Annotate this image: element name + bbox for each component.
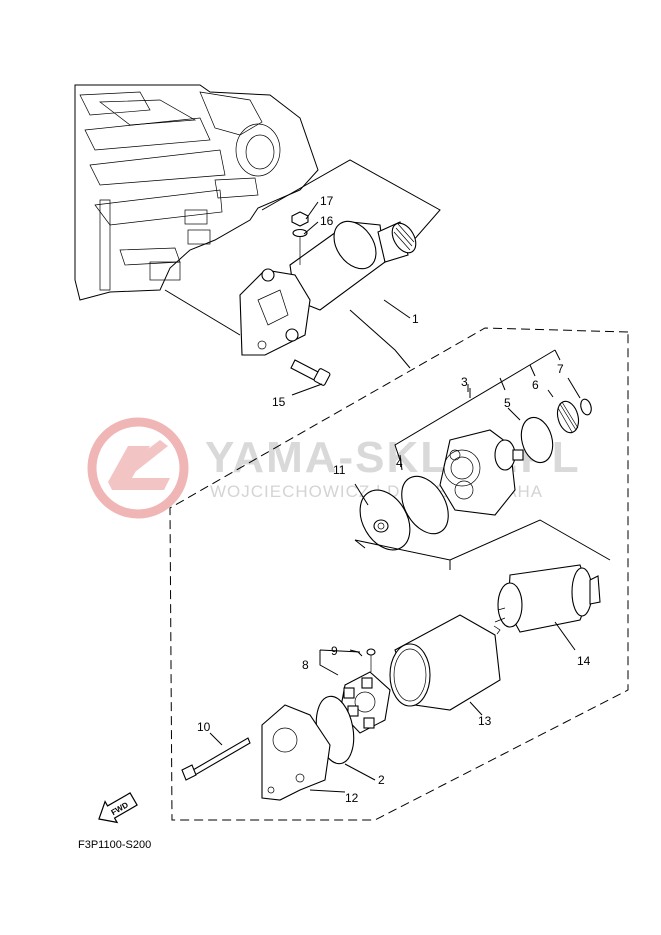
callout-13: 13 bbox=[478, 714, 492, 728]
ring-4 bbox=[401, 475, 449, 535]
circlip-7 bbox=[580, 398, 592, 416]
callout-17: 17 bbox=[320, 194, 334, 208]
rear-cover-12 bbox=[261, 704, 331, 801]
group-3-bracket bbox=[394, 349, 561, 461]
callout-15: 15 bbox=[272, 395, 286, 409]
washer-16 bbox=[292, 228, 308, 265]
callout-10: 10 bbox=[197, 720, 211, 734]
watermark-logo bbox=[87, 417, 189, 519]
callout-3: 3 bbox=[461, 375, 468, 389]
bracket-8 bbox=[319, 649, 361, 676]
callout-4: 4 bbox=[396, 456, 403, 470]
plate-11 bbox=[359, 489, 411, 551]
group-lower-bracket-ext bbox=[354, 539, 451, 570]
brush-holder-8 bbox=[339, 671, 391, 734]
mount-bolt-15 bbox=[290, 359, 331, 386]
exploded-view-frame bbox=[169, 327, 629, 821]
through-bolt-10 bbox=[181, 737, 251, 781]
callout-leaders bbox=[209, 201, 581, 793]
gear-6 bbox=[556, 400, 580, 434]
fwd-arrow-icon: FWD bbox=[98, 792, 138, 824]
callout-5: 5 bbox=[504, 396, 511, 410]
armature-14 bbox=[493, 564, 601, 635]
pinion-gear bbox=[391, 222, 417, 254]
engine-block bbox=[74, 84, 319, 301]
o-ring-5 bbox=[520, 416, 554, 464]
callout-7: 7 bbox=[557, 362, 564, 376]
gear-housing-3 bbox=[439, 429, 524, 516]
callout-1: 1 bbox=[412, 312, 419, 326]
mount-reference-lines bbox=[164, 159, 441, 369]
starter-motor-assembly bbox=[239, 220, 417, 356]
callout-16: 16 bbox=[320, 214, 334, 228]
yoke-13 bbox=[389, 614, 501, 711]
group-lower-bracket bbox=[354, 519, 611, 561]
callout-12: 12 bbox=[345, 791, 359, 805]
callout-9: 9 bbox=[331, 644, 338, 658]
callout-11: 11 bbox=[333, 463, 346, 477]
callout-2: 2 bbox=[378, 773, 385, 787]
callout-6: 6 bbox=[532, 378, 539, 392]
callout-8: 8 bbox=[302, 658, 309, 672]
terminal-9 bbox=[366, 648, 376, 672]
diagram-code: F3P1100-S200 bbox=[78, 839, 151, 851]
nut-17 bbox=[291, 211, 309, 227]
callout-14: 14 bbox=[577, 654, 591, 668]
